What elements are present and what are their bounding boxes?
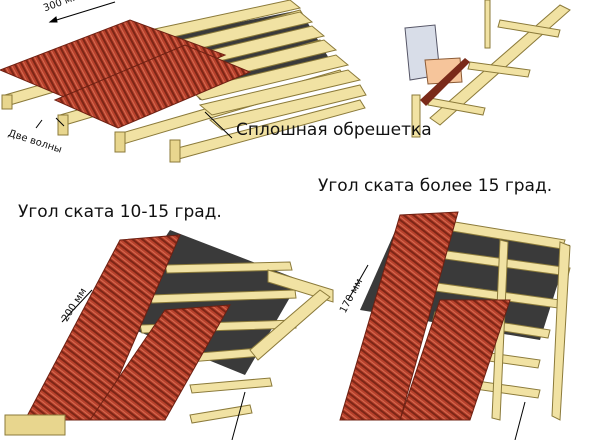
dimension-top (48, 1, 116, 23)
sheet-left-low (24, 234, 181, 421)
solid-lathing-leader (204, 111, 233, 139)
angle-low-title: Угол ската 10-15 град. (18, 202, 222, 222)
leader-low (231, 391, 246, 441)
lath-low (139, 261, 334, 424)
leader-high (514, 401, 526, 441)
sheet-left-high (339, 211, 459, 421)
sheet-strip (420, 58, 470, 106)
sheet-right-low (89, 304, 231, 421)
two-waves-arrows (35, 117, 65, 129)
sheet-right-high (399, 299, 511, 421)
dim-170-line (347, 264, 369, 301)
diagram-angle-high (339, 211, 571, 441)
sheathing-boards (148, 0, 367, 131)
diagram-hand-install (404, 0, 571, 138)
solid-lathing-label: Сплошная обрешетка (236, 120, 432, 140)
dim-200-line (61, 289, 93, 323)
lath-high (427, 221, 571, 421)
diagram-solid-lathing (0, 0, 367, 163)
sheet-lower (53, 44, 252, 129)
frame-beams (411, 0, 571, 138)
angle-high-title: Угол ската более 15 град. (318, 176, 553, 196)
ends-low (4, 414, 66, 436)
diagram-angle-low (4, 230, 334, 441)
